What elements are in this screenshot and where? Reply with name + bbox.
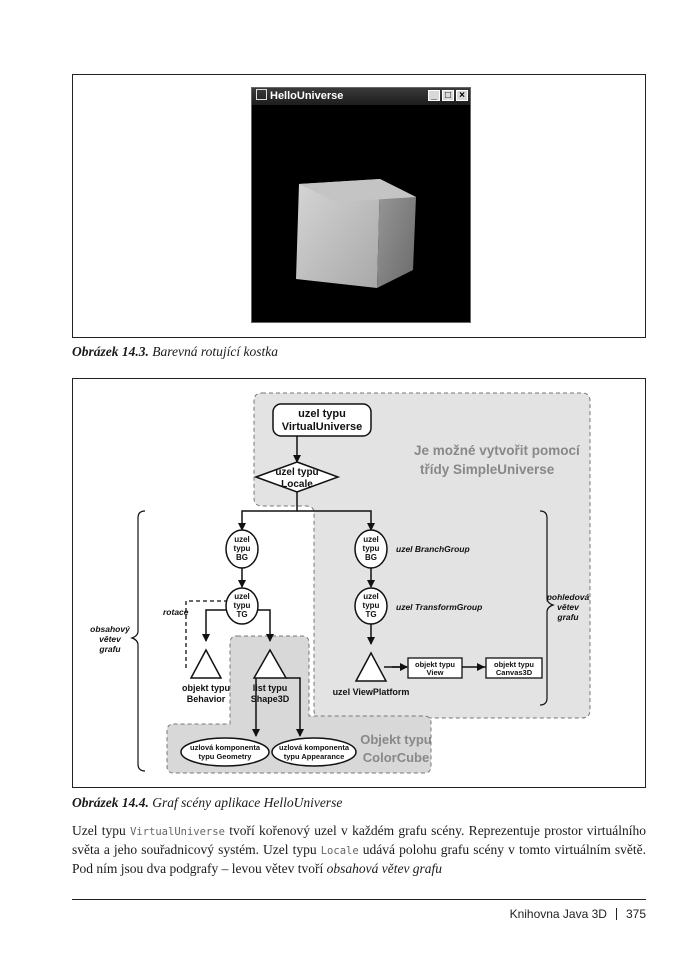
maximize-button[interactable]: □ (442, 90, 454, 101)
cube-front-face (296, 179, 380, 288)
behavior-label-1: objekt typu (182, 683, 230, 693)
virtualuniverse-node (272, 403, 372, 437)
window-title: HelloUniverse (270, 90, 344, 102)
bg-right-l1: uzel (363, 535, 379, 544)
edge-locale-bg-left (238, 491, 298, 531)
footer-rule (72, 899, 646, 900)
tg-left-l1: uzel (234, 592, 250, 601)
tg-right-l3: TG (365, 610, 376, 619)
bg-left-l2: typu (234, 544, 251, 553)
shape3d-label-2: Shape3D (251, 694, 290, 704)
vu-label-1: uzel typu (298, 408, 346, 420)
view-branch-brace (539, 510, 555, 706)
transformgroup-label: uzel TransformGroup (396, 602, 482, 612)
window-titlebar[interactable]: HelloUniverse _ □ × (252, 88, 470, 105)
bg-node-right (354, 529, 388, 569)
bg-left-l1: uzel (234, 535, 250, 544)
locale-label-1: uzel typu (275, 467, 318, 478)
vu-label-2: VirtualUniverse (282, 421, 363, 433)
branchgroup-label: uzel BranchGroup (396, 544, 470, 554)
viewplatform-node (354, 651, 388, 682)
bg-right-l3: BG (365, 553, 377, 562)
figure-caption-1: Obrázek 14.3. Barevná rotující kostka (72, 344, 278, 359)
rotace-label: rotace (163, 607, 189, 617)
edge-tg-shape3d (258, 609, 274, 642)
shape3d-node (252, 648, 288, 679)
tg-left-l2: typu (234, 601, 251, 610)
pohledovy-l2: větev (557, 602, 580, 612)
figure-frame-1 (72, 74, 646, 338)
pohledovy-l1: pohledová (546, 592, 590, 602)
bg-left-l3: BG (236, 553, 248, 562)
appearance-node (271, 737, 357, 767)
figure-caption-2: Obrázek 14.4. Graf scény aplikace HelloU… (72, 795, 343, 810)
view-label-1: objekt typu (415, 660, 455, 669)
locale-node (253, 461, 341, 493)
tg-left-l3: TG (236, 610, 247, 619)
colorcube-label-2: ColorCube (363, 750, 429, 765)
close-button[interactable]: × (456, 90, 468, 101)
obsahovy-l2: větev (99, 634, 122, 644)
cube-side-face (377, 179, 416, 288)
figure-frame-2 (72, 378, 646, 788)
content-branch-brace (130, 510, 146, 772)
tg-node-left (225, 587, 259, 625)
canvas3d-label-2: Canvas3D (496, 668, 533, 677)
appearance-label-2: typu Appearance (284, 752, 345, 761)
canvas3d-label-1: objekt typu (494, 660, 534, 669)
simpleuniverse-note-2: třídy SimpleUniverse (420, 462, 555, 477)
edge-behavior-rotace (185, 597, 235, 668)
tg-node-right (354, 587, 388, 625)
page-footer: Knihovna Java 3D 375 (510, 907, 646, 921)
obsahovy-l1: obsahový (90, 624, 131, 634)
tg-right-l2: typu (363, 601, 380, 610)
code-virtualuniverse: VirtualUniverse (130, 826, 225, 838)
appearance-label-1: uzlová komponenta (279, 743, 350, 752)
body-paragraph: Uzel typu VirtualUniverse tvoří kořenový… (72, 823, 646, 877)
tg-right-l1: uzel (363, 592, 379, 601)
edge-tg-behavior (202, 609, 226, 642)
simpleuniverse-note-1: Je možné vytvořit pomocí (414, 443, 581, 458)
edge-locale-bg-right (297, 510, 375, 531)
code-locale: Locale (320, 845, 359, 858)
geometry-label-1: uzlová komponenta (190, 743, 261, 752)
geometry-node (180, 737, 270, 767)
scene-graph-diagram: uzel typu VirtualUniverse uzel typu Loca… (90, 392, 591, 774)
window-app-icon (256, 89, 267, 100)
simple-universe-region (253, 392, 591, 719)
hello-universe-window: HelloUniverse _ □ × (251, 87, 471, 323)
viewplatform-label: uzel ViewPlatform (333, 687, 410, 697)
bg-node-left (225, 529, 259, 569)
locale-label-2: Locale (281, 479, 313, 490)
behavior-node (189, 648, 223, 679)
bg-right-l2: typu (363, 544, 380, 553)
obsahovy-l3: grafu (98, 644, 121, 654)
page-number: 375 (625, 907, 646, 921)
cube-top-face (299, 179, 416, 202)
minimize-button[interactable]: _ (428, 90, 440, 101)
view-node (407, 657, 463, 679)
edge-shape3d-appearance (286, 677, 304, 737)
behavior-label-2: Behavior (187, 694, 226, 704)
canvas3d-node (485, 657, 543, 679)
colorcube-label-1: Objekt typu (360, 732, 432, 747)
geometry-label-2: typu Geometry (199, 752, 253, 761)
pohledovy-l3: grafu (556, 612, 579, 622)
canvas-cube (296, 179, 416, 288)
view-label-2: View (427, 668, 444, 677)
shape3d-label-1: list typu (253, 683, 288, 693)
book-title: Knihovna Java 3D (509, 907, 607, 921)
